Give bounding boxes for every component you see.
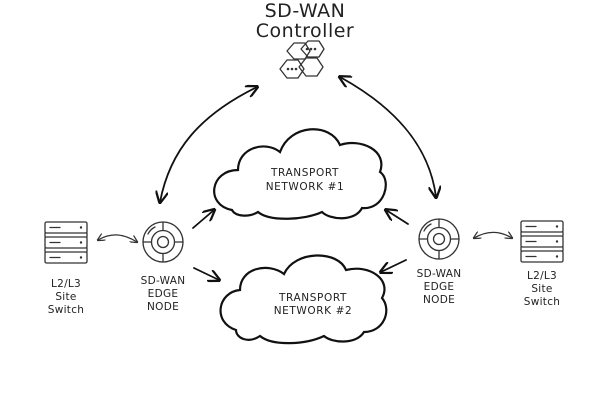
controller-title: SD-WAN Controller	[256, 0, 354, 42]
site-switch-left-label-line1: L2/L3	[51, 278, 81, 290]
site-switch-left: L2/L3 Site Switch	[44, 221, 88, 316]
site-switch-right-label-line3: Switch	[524, 296, 561, 308]
edge-node-right-label-line3: NODE	[423, 294, 455, 306]
site-switch-left-label-line2: Site	[55, 291, 76, 303]
edge-node-icon	[418, 218, 460, 260]
right-switch-edge-link-arrow	[474, 232, 512, 238]
controller-title-line2: Controller	[256, 20, 354, 42]
controller-left-link-arrow	[160, 87, 257, 202]
edge-node-right-label-line1: SD-WAN	[417, 268, 462, 280]
hexagon-cluster-icon	[279, 40, 325, 79]
transport-network-2-label-line2: NETWORK #2	[274, 305, 353, 317]
transport-network-1-cloud: TRANSPORT NETWORK #1	[213, 128, 387, 220]
controller-right-link-arrow	[340, 77, 436, 197]
left-edge-to-network-2-arrow	[193, 267, 219, 280]
server-stack-icon	[44, 221, 88, 264]
site-switch-right-label-line2: Site	[531, 283, 552, 295]
edge-node-right-label-line2: EDGE	[424, 281, 455, 293]
transport-network-2-cloud: TRANSPORT NETWORK #2	[219, 254, 388, 345]
transport-network-2-label-line1: TRANSPORT	[278, 292, 347, 304]
edge-node-left-label-line2: EDGE	[148, 288, 179, 300]
controller-title-line1: SD-WAN	[265, 0, 346, 22]
edge-node-left-label-line1: SD-WAN	[141, 275, 186, 287]
server-stack-icon	[520, 220, 564, 263]
site-switch-left-label-line3: Switch	[48, 304, 85, 316]
transport-network-1-label-line2: NETWORK #1	[266, 181, 345, 193]
edge-node-icon	[142, 221, 184, 263]
edge-node-left-label-line3: NODE	[147, 301, 179, 313]
edge-node-left: SD-WAN EDGE NODE	[141, 221, 186, 313]
site-switch-right-label-line1: L2/L3	[527, 270, 557, 282]
site-switch-right: L2/L3 Site Switch	[520, 220, 564, 308]
left-edge-to-network-1-arrow	[192, 210, 214, 229]
right-edge-to-network-1-arrow	[386, 210, 409, 225]
right-edge-to-network-2-arrow	[381, 259, 407, 272]
transport-network-1-label-line1: TRANSPORT	[270, 167, 339, 179]
edge-node-right: SD-WAN EDGE NODE	[417, 218, 462, 306]
left-switch-edge-link-arrow	[98, 235, 137, 242]
